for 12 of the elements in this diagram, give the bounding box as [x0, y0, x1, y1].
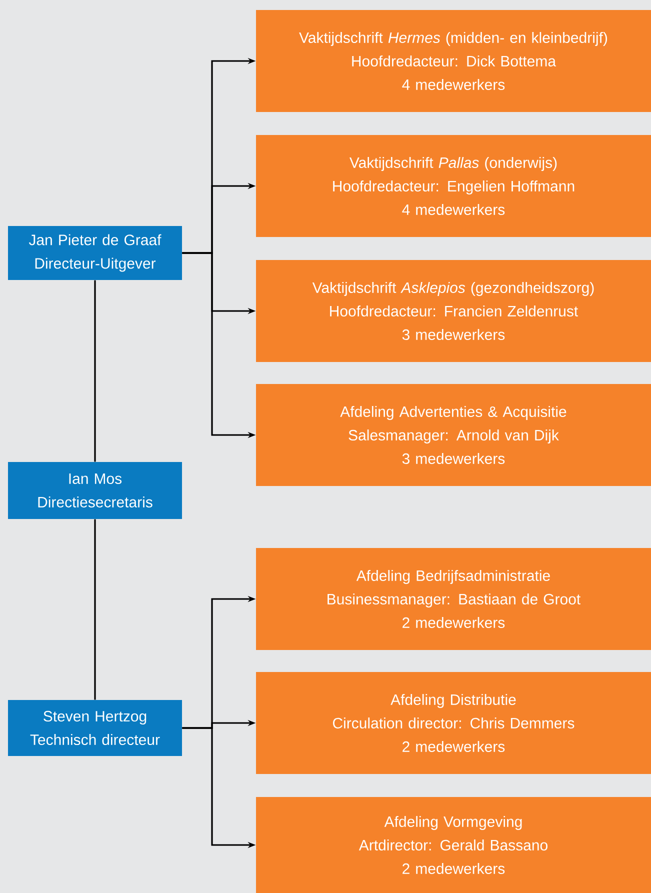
department-box: Afdeling Advertenties & Acquisitie Salesmanager: Arnold van Dijk 3 medewerkers	[256, 384, 651, 486]
person-box: Ian Mos Directiesecretaris	[8, 462, 182, 519]
person-box: Steven Hertzog Technisch directeur	[8, 700, 182, 756]
department-box: Afdeling Bedrijfsadministratie Businessmanager: Bastiaan de Groot 2 medewerkers	[256, 548, 651, 650]
connector-line	[94, 519, 96, 700]
connector-line	[94, 280, 96, 462]
department-box: Vaktijdschrift Pallas (onderwijs) Hoofdredacteur: Engelien Hoffmann 4 medewerkers	[256, 135, 651, 237]
department-box: Afdeling Distributie Circulation director: Chris Demmers 2 medewerkers	[256, 672, 651, 774]
department-box: Vaktijdschrift Hermes (midden- en kleinbedrijf) Hoofdredacteur: Dick Bottema 4 medewerkers	[256, 10, 651, 112]
department-box: Vaktijdschrift Asklepios (gezondheidszorg) Hoofdredacteur: Francien Zeldenrust 3 medewerkers	[256, 260, 651, 362]
person-box: Jan Pieter de Graaf Directeur-Uitgever	[8, 226, 182, 280]
department-box: Afdeling Vormgeving Artdirector: Gerald Bassano 2 medewerkers	[256, 797, 651, 893]
